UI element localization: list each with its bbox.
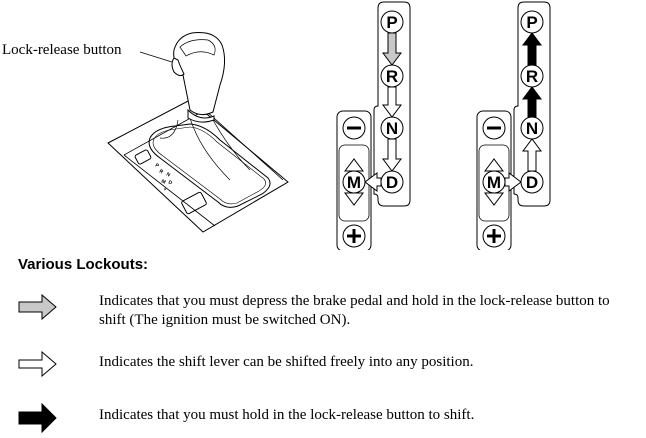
shift-lever-illustration: P R N M D + xyxy=(107,32,289,233)
gate-letter-P: P xyxy=(386,13,397,32)
gate-arrow-N-to-R xyxy=(522,86,542,118)
gate-arrow-M-to-plus xyxy=(484,192,504,206)
gate-position-P xyxy=(520,10,544,34)
white-arrow-icon xyxy=(18,351,57,377)
console-plate xyxy=(107,99,289,233)
gate-position-D xyxy=(520,170,544,194)
main-gate-outline xyxy=(513,1,551,207)
gate-position-M xyxy=(482,170,506,194)
gate-arrow-M-to-plus xyxy=(344,192,364,206)
legend-text-black: Indicates that you must hold in the lock… xyxy=(99,407,475,423)
gate-arrow-N-to-D xyxy=(382,138,402,172)
gate-letter-D: D xyxy=(386,173,398,192)
gate-arrow-M-to-D xyxy=(504,172,522,192)
gate-position-N xyxy=(380,116,404,140)
gate-letter-P: P xyxy=(526,13,537,32)
svg-text:R: R xyxy=(158,168,164,175)
gate-position-M xyxy=(342,170,366,194)
gate-arrow-D-to-M xyxy=(364,172,382,192)
shift-gate-diagram-from-park: P R N D M xyxy=(336,1,411,250)
gate-arrow-M-to-minus xyxy=(344,158,364,172)
svg-text:P: P xyxy=(154,162,160,169)
gate-arrow-R-to-N xyxy=(382,86,402,118)
shift-gate-diagram-to-park: P R N D M xyxy=(476,1,551,250)
gate-letter-M: M xyxy=(487,173,501,192)
gray-arrow-icon xyxy=(18,294,57,320)
boot-opening xyxy=(148,123,271,208)
gate-letter-D: D xyxy=(526,173,538,192)
gate-position-D xyxy=(380,170,404,194)
svg-text:D: D xyxy=(167,179,173,186)
plus-icon-vertical xyxy=(492,229,496,243)
legend-text-white: Indicates the shift lever can be shifted… xyxy=(99,354,474,370)
black-arrow-icon xyxy=(18,403,57,433)
gate-arrow-P-to-R xyxy=(382,32,402,66)
svg-text:N: N xyxy=(165,171,171,178)
gate-letter-R: R xyxy=(526,67,538,86)
minus-icon xyxy=(487,126,501,130)
gate-position-N xyxy=(520,116,544,140)
indicator-square-top xyxy=(134,149,152,165)
gate-letter-M: M xyxy=(347,173,361,192)
minus-icon xyxy=(347,126,361,130)
gate-arrow-D-to-N xyxy=(522,138,542,172)
gate-arrow-R-to-P xyxy=(522,32,542,66)
lock-release-button xyxy=(171,57,185,77)
svg-text:+: + xyxy=(162,186,167,193)
main-gate-outline xyxy=(373,1,411,207)
legend-text-gray: Indicates that you must depress the brak… xyxy=(99,293,610,328)
gate-letter-N: N xyxy=(526,119,538,138)
gate-letter-N: N xyxy=(386,119,398,138)
console-gate-labels: P R N M D + xyxy=(154,162,173,193)
svg-text:M: M xyxy=(160,178,167,185)
gate-position-P xyxy=(380,10,404,34)
lock-release-callout-label: Lock-release button xyxy=(2,42,122,58)
plus-icon-vertical xyxy=(352,229,356,243)
lockouts-heading: Various Lockouts: xyxy=(18,256,149,273)
gate-position-R xyxy=(380,64,404,88)
gate-position-R xyxy=(520,64,544,88)
gate-arrow-M-to-minus xyxy=(484,158,504,172)
indicator-square-bottom xyxy=(181,191,207,215)
gate-letter-R: R xyxy=(386,67,398,86)
